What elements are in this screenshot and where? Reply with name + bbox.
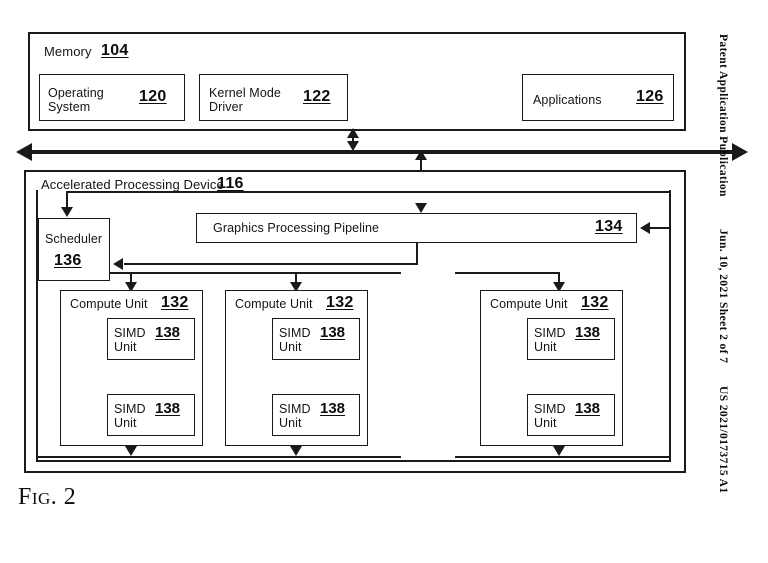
system-bus-arrow-right-icon [732,143,748,161]
publication-patent-number-text: US 2021/0173715 A1 [717,386,729,494]
scheduler-label: Scheduler [45,232,103,246]
memory-title: Memory [44,44,92,59]
operating-system-label-line2: System [48,100,91,114]
simd-unit-ref-1-1: 138 [155,324,181,341]
dispatch-leg-1 [130,272,132,284]
pipeline-feedback-vline [416,243,418,265]
dispatch-leg-2 [295,272,297,284]
return-arrow-2-icon [290,446,302,456]
kernel-mode-driver-label-line2: Driver [209,100,243,114]
simd-unit-box-2-2 [272,394,360,436]
apd-inner-bottom-rail [36,460,671,462]
pipeline-right-feed-arrow-icon [640,222,650,234]
compute-unit-ref-2: 132 [326,294,354,311]
compute-unit-label-3: Compute Unit [490,297,568,311]
kernel-mode-driver-label-line1: Kernel Mode [209,86,281,100]
simd-unit-ref-2-1: 138 [320,324,346,341]
scheduler-input-arrow-icon [61,207,73,217]
applications-label: Applications [533,93,602,107]
operating-system-label-line1: Operating [48,86,104,100]
graphics-pipeline-ref: 134 [595,218,623,235]
simd-unit-label-2-1-line2: Unit [279,340,302,354]
scheduler-feedback-arrow-icon [113,258,123,270]
simd-unit-label-1-1-line2: Unit [114,340,137,354]
simd-unit-label-2-2-line1: SIMD [279,402,311,416]
simd-unit-label-1-1-line1: SIMD [114,326,146,340]
memory-bus-arrow-up-icon [347,128,359,138]
compute-unit-ref-1: 132 [161,294,189,311]
simd-unit-label-1-2-line2: Unit [114,416,137,430]
simd-unit-label-3-1-line1: SIMD [534,326,566,340]
simd-unit-label-2-2-line2: Unit [279,416,302,430]
scheduler-dispatch-bus-left [110,272,401,274]
simd-unit-ref-3-1: 138 [575,324,601,341]
pipeline-feedback-hline [124,263,418,265]
apd-inner-right-rail [669,190,671,462]
return-bus-right [455,456,671,458]
dispatch-arrow-1-icon [125,282,137,292]
return-arrow-3-icon [553,446,565,456]
scheduler-ref: 136 [54,252,82,269]
graphics-pipeline-box [196,213,637,243]
simd-unit-box-3-2 [527,394,615,436]
simd-unit-label-3-1-line2: Unit [534,340,557,354]
operating-system-box [39,74,185,121]
simd-unit-label-1-2-line1: SIMD [114,402,146,416]
memory-bus-stub [352,133,354,147]
pipeline-right-feed-line [650,227,671,229]
scheduler-dispatch-bus-right [455,272,560,274]
simd-unit-label-3-2-line1: SIMD [534,402,566,416]
operating-system-ref: 120 [139,88,167,105]
simd-unit-ref-2-2: 138 [320,400,346,417]
pipeline-input-arrow-icon [415,203,427,213]
return-arrow-1-icon [125,446,137,456]
simd-unit-ref-3-2: 138 [575,400,601,417]
applications-box [522,74,674,121]
bus-to-apd-arrow-up-icon [415,150,427,160]
system-bus-line [30,150,734,154]
return-bus-left [36,456,401,458]
simd-unit-label-3-2-line2: Unit [534,416,557,430]
publication-date-sheet-text: Jun. 10, 2021 Sheet 2 of 7 [717,229,729,364]
scheduler-box [38,218,110,281]
kernel-mode-driver-box [199,74,348,121]
dispatch-leg-3 [558,272,560,284]
simd-unit-box-3-1 [527,318,615,360]
simd-unit-box-1-2 [107,394,195,436]
figure-caption: Fig. 2 [18,484,77,510]
dispatch-arrow-2-icon [290,282,302,292]
kernel-mode-driver-ref: 122 [303,88,331,105]
apd-top-feed-vline [66,191,68,209]
graphics-pipeline-label: Graphics Processing Pipeline [213,221,380,235]
compute-unit-label-2: Compute Unit [235,297,313,311]
publication-header-text: Patent Application Publication [717,34,729,197]
compute-unit-label-1: Compute Unit [70,297,148,311]
simd-unit-ref-1-2: 138 [155,400,181,417]
compute-unit-ref-3: 132 [581,294,609,311]
simd-unit-box-2-1 [272,318,360,360]
memory-ref: 104 [101,42,129,59]
simd-unit-label-2-1-line1: SIMD [279,326,311,340]
apd-inner-left-rail [36,190,38,462]
apd-top-feed-line [66,191,671,193]
applications-ref: 126 [636,88,664,105]
simd-unit-box-1-1 [107,318,195,360]
apd-ref: 116 [217,175,244,192]
apd-title: Accelerated Processing Device [41,177,224,192]
dispatch-arrow-3-icon [553,282,565,292]
memory-bus-arrow-down-icon [347,141,359,151]
system-bus-arrow-left-icon [16,143,32,161]
